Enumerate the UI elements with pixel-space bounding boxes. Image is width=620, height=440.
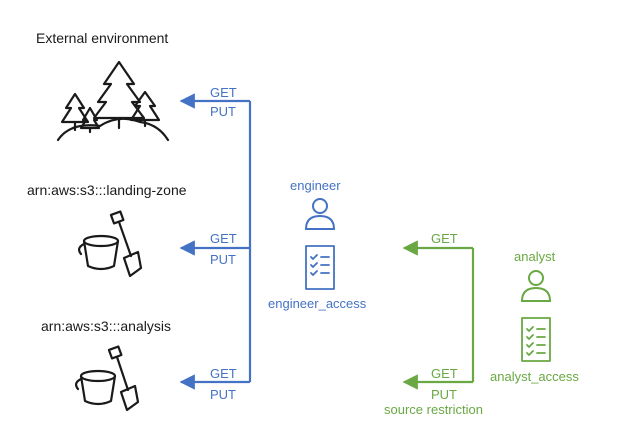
analysis-engineer-put-label: PUT (210, 387, 236, 402)
analyst-put-analysis-label: PUT (431, 387, 457, 402)
engineer-access-label: engineer_access (268, 296, 367, 311)
engineer-policy-icon (305, 245, 335, 290)
external-get-label: GET (210, 85, 237, 100)
analysis-engineer-get-label: GET (210, 366, 237, 381)
analyst-get-engineer-label: GET (431, 231, 458, 246)
forest-icon (56, 60, 170, 142)
analyst-user-icon (520, 270, 552, 302)
source-restriction-label: source restriction (384, 402, 483, 417)
external-environment-label: External environment (36, 30, 169, 46)
landing-get-label: GET (210, 231, 237, 246)
bucket-icon-landing-zone (77, 210, 143, 278)
bucket-icon-analysis (74, 345, 140, 412)
analyst-label: analyst (514, 249, 556, 264)
engineer-label: engineer (290, 178, 341, 193)
landing-put-label: PUT (210, 252, 236, 267)
analyst-access-label: analyst_access (490, 369, 579, 384)
landing-zone-label: arn:aws:s3:::landing-zone (27, 182, 187, 198)
engineer-user-icon (304, 198, 336, 230)
analyst-policy-icon (521, 317, 551, 362)
analyst-get-analysis-label: GET (431, 366, 458, 381)
external-put-label: PUT (210, 104, 236, 119)
analysis-label: arn:aws:s3:::analysis (41, 318, 171, 334)
